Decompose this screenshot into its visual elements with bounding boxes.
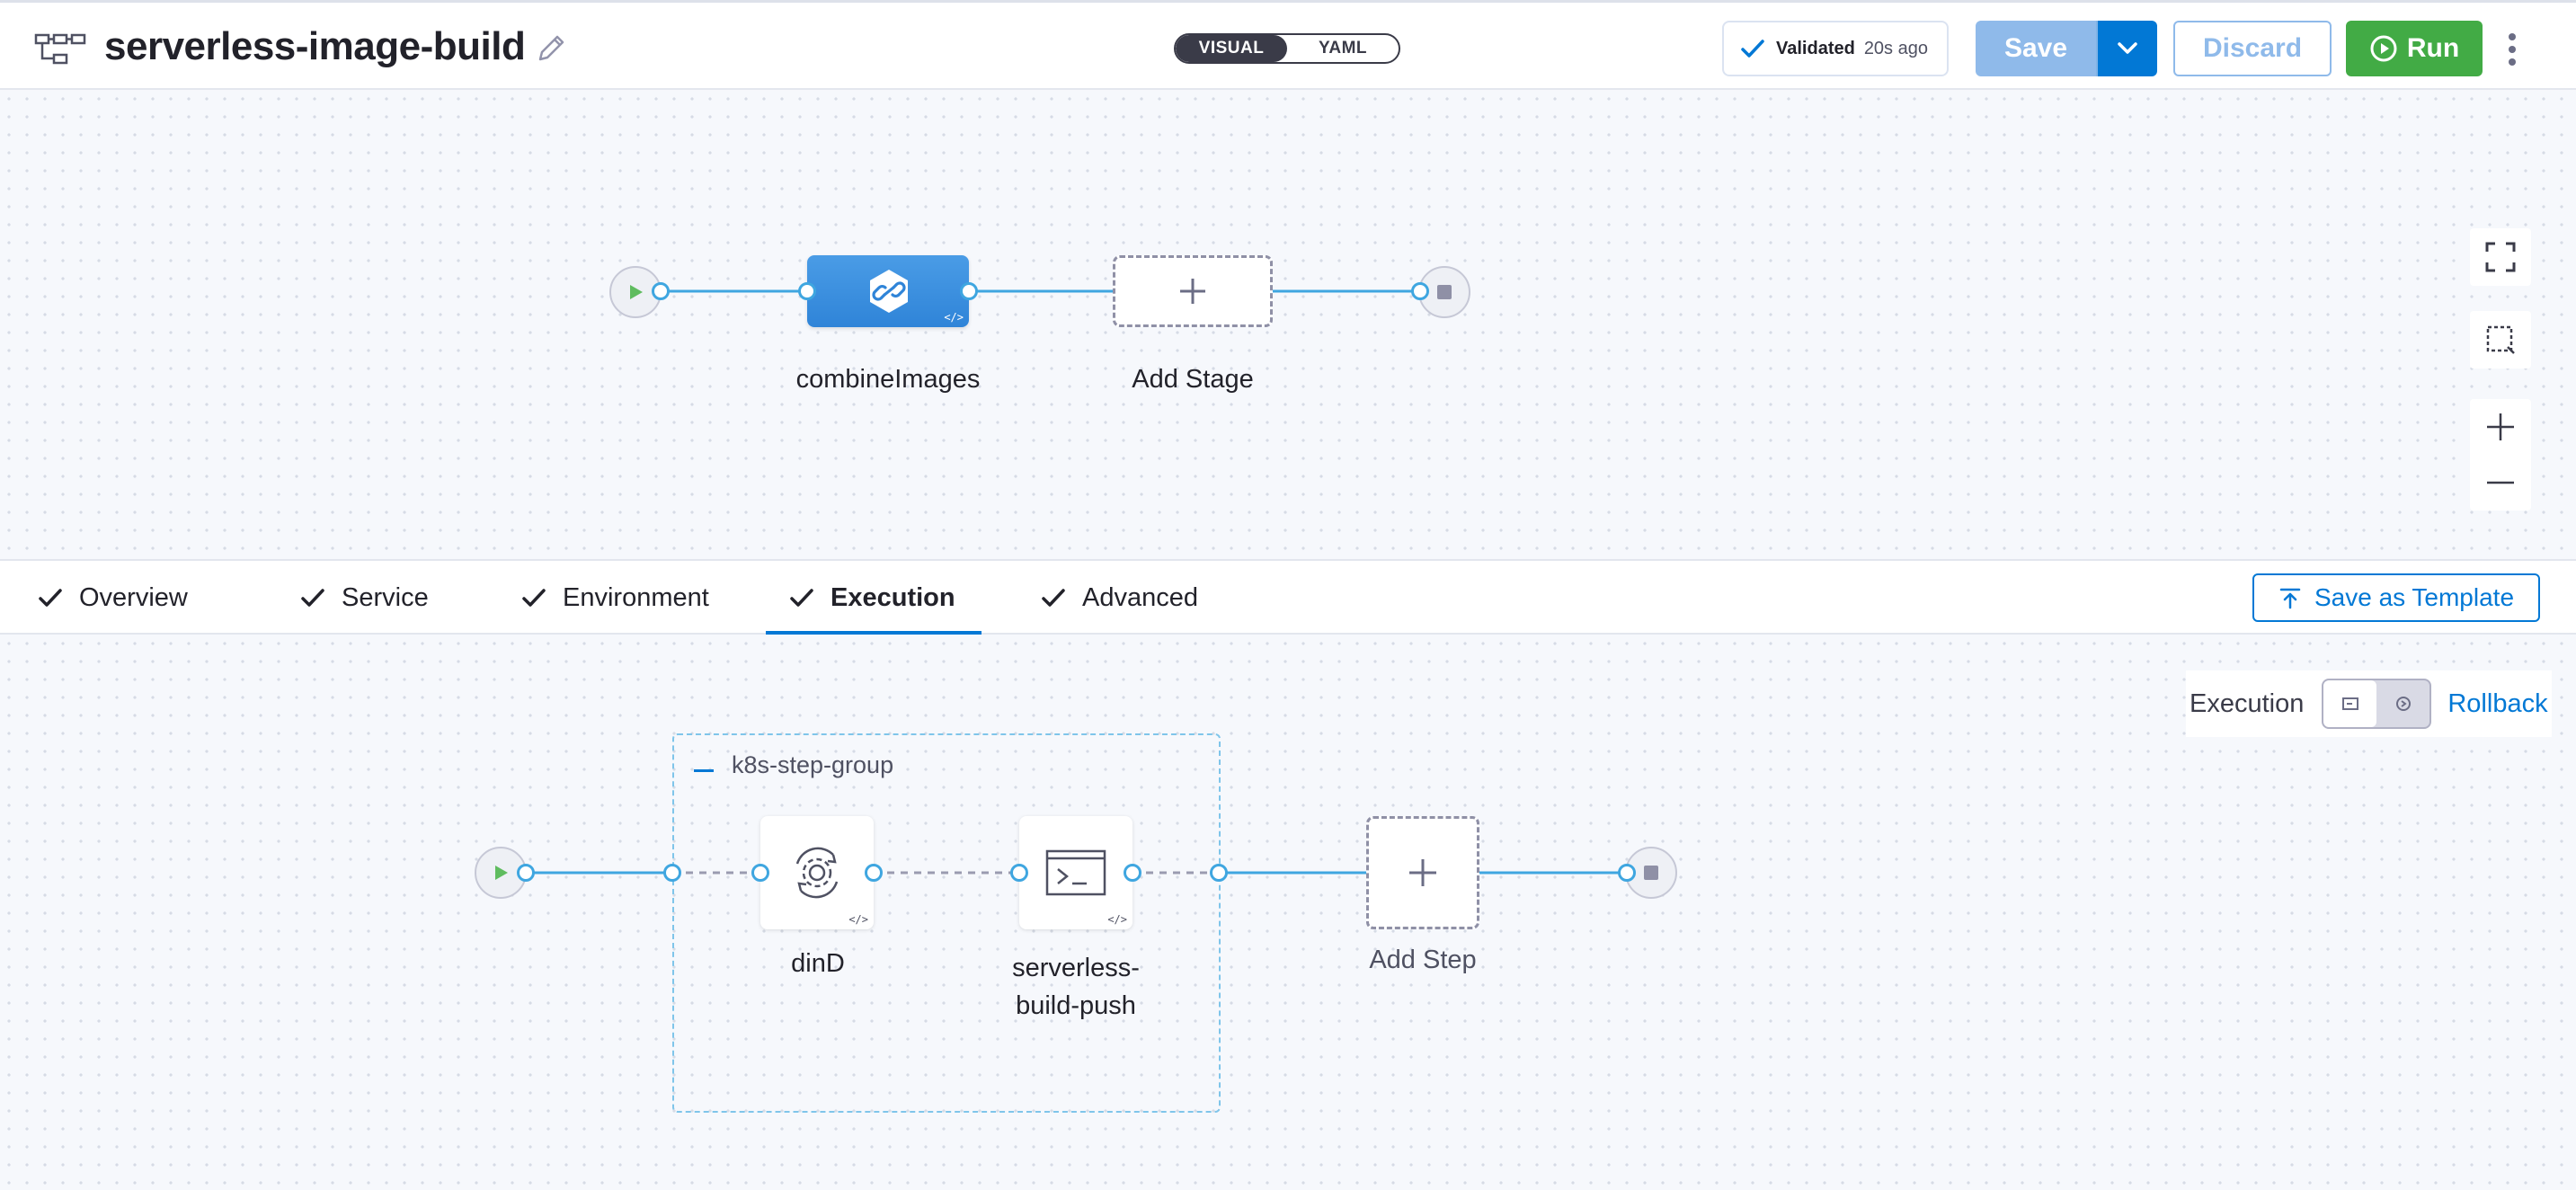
zoom-out-icon[interactable] xyxy=(2484,466,2517,499)
connector-port[interactable] xyxy=(960,282,978,300)
more-options-icon[interactable] xyxy=(2499,30,2526,69)
discard-button[interactable]: Discard xyxy=(2173,21,2332,76)
execution-rollback-switch: Execution Rollback xyxy=(2186,670,2552,737)
pipeline-canvas: </> combineImages Add Stage xyxy=(0,90,2576,559)
tab-environment[interactable]: Environment xyxy=(521,561,709,635)
tab-overview[interactable]: Overview xyxy=(38,561,188,635)
visual-yaml-toggle[interactable]: VISUAL YAML xyxy=(1174,33,1400,64)
check-icon xyxy=(301,589,324,607)
visual-toggle-option[interactable]: VISUAL xyxy=(1176,35,1287,62)
connector-port[interactable] xyxy=(1618,864,1636,882)
code-tag-icon: </> xyxy=(1107,913,1127,926)
validated-time: 20s ago xyxy=(1863,38,1928,58)
connector-port[interactable] xyxy=(517,864,535,882)
chevron-down-icon xyxy=(2118,42,2137,54)
run-button[interactable]: Run xyxy=(2346,21,2483,76)
tab-advanced[interactable]: Advanced xyxy=(1041,561,1198,635)
step-label-line2: build-push xyxy=(1016,991,1136,1020)
zoom-in-icon[interactable] xyxy=(2484,411,2517,443)
validated-label: Validated xyxy=(1776,38,1855,58)
execution-canvas: k8s-step-group </> dinD xyxy=(0,635,2576,1190)
connector-port[interactable] xyxy=(751,864,769,882)
execution-mode-option[interactable] xyxy=(2323,680,2377,727)
stop-icon xyxy=(1644,866,1658,880)
rollback-mode-icon xyxy=(2395,697,2411,711)
select-area-button[interactable] xyxy=(2470,311,2531,369)
check-icon xyxy=(790,589,813,607)
connector-port[interactable] xyxy=(865,864,883,882)
upload-icon xyxy=(2279,588,2301,609)
step-node-serverless-build-push[interactable]: </> xyxy=(1019,816,1133,929)
execution-mode-icon xyxy=(2341,697,2358,710)
check-icon xyxy=(522,589,546,607)
step-label-serverless-build-push: serverless- build-push xyxy=(968,949,1184,1025)
save-button[interactable]: Save xyxy=(1976,21,2096,76)
connector-port[interactable] xyxy=(652,282,670,300)
link-stage-icon xyxy=(870,270,908,313)
tab-service-label: Service xyxy=(342,582,429,612)
step-label-line1: serverless- xyxy=(1012,954,1140,982)
execution-view-label: Execution xyxy=(2190,688,2305,718)
stage-tabs: Overview Service Environment Execution A… xyxy=(0,559,2576,635)
check-icon xyxy=(1042,589,1065,607)
zoom-controls xyxy=(2470,399,2531,511)
code-tag-icon: </> xyxy=(848,913,868,926)
add-stage-label: Add Stage xyxy=(1132,365,1254,394)
active-tab-indicator xyxy=(766,631,982,635)
tab-service[interactable]: Service xyxy=(300,561,429,635)
pipeline-header: serverless-image-build VISUAL YAML Valid… xyxy=(0,0,2576,90)
rollback-mode-option[interactable] xyxy=(2376,680,2429,727)
connector-port[interactable] xyxy=(663,864,681,882)
pipeline-icon xyxy=(34,33,86,65)
play-icon xyxy=(630,285,643,299)
check-icon xyxy=(39,589,62,607)
validation-status[interactable]: Validated 20s ago xyxy=(1722,21,1949,76)
add-step-label: Add Step xyxy=(1369,946,1477,974)
step-node-dind[interactable]: </> xyxy=(760,816,874,929)
save-as-template-button[interactable]: Save as Template xyxy=(2252,573,2540,622)
check-icon xyxy=(1741,40,1764,58)
tab-advanced-label: Advanced xyxy=(1082,582,1198,612)
collapse-group-icon[interactable] xyxy=(694,769,714,772)
selection-box-icon xyxy=(2486,325,2515,354)
expand-icon xyxy=(2485,242,2516,272)
play-icon xyxy=(495,866,508,880)
run-label: Run xyxy=(2406,33,2460,63)
play-circle-icon xyxy=(2370,35,2397,62)
add-stage-button[interactable] xyxy=(1113,255,1273,327)
tab-overview-label: Overview xyxy=(79,582,188,612)
rollback-link[interactable]: Rollback xyxy=(2447,688,2548,718)
tab-execution[interactable]: Execution xyxy=(789,561,955,635)
connector-port[interactable] xyxy=(1010,864,1028,882)
plus-icon xyxy=(1180,279,1205,304)
step-group-name: k8s-step-group xyxy=(732,751,894,778)
gear-sync-icon xyxy=(795,847,839,899)
terminal-icon xyxy=(1045,849,1106,896)
tab-environment-label: Environment xyxy=(563,582,709,612)
step-group-container[interactable] xyxy=(672,733,1221,1113)
stage-node-combineImages[interactable]: </> xyxy=(807,255,969,327)
pipeline-title: serverless-image-build xyxy=(104,24,526,68)
stage-label: combineImages xyxy=(795,365,981,394)
plus-icon xyxy=(1409,859,1436,886)
pipeline-connectors xyxy=(660,289,1420,293)
connector-port[interactable] xyxy=(798,282,816,300)
connector-port[interactable] xyxy=(1210,864,1228,882)
edit-pencil-icon[interactable] xyxy=(534,31,568,66)
stop-icon xyxy=(1437,285,1452,299)
fit-to-screen-button[interactable] xyxy=(2470,228,2531,286)
execution-connectors xyxy=(525,871,1627,875)
tab-execution-label: Execution xyxy=(831,582,955,612)
connector-port[interactable] xyxy=(1411,282,1429,300)
execution-rollback-toggle[interactable] xyxy=(2322,679,2432,729)
yaml-toggle-option[interactable]: YAML xyxy=(1318,39,1368,58)
save-options-dropdown[interactable] xyxy=(2096,21,2157,76)
code-tag-icon: </> xyxy=(944,311,964,324)
save-as-template-label: Save as Template xyxy=(2314,583,2515,611)
add-step-button[interactable] xyxy=(1366,816,1479,929)
connector-port[interactable] xyxy=(1124,864,1141,882)
step-label-dind: dinD xyxy=(791,949,845,978)
